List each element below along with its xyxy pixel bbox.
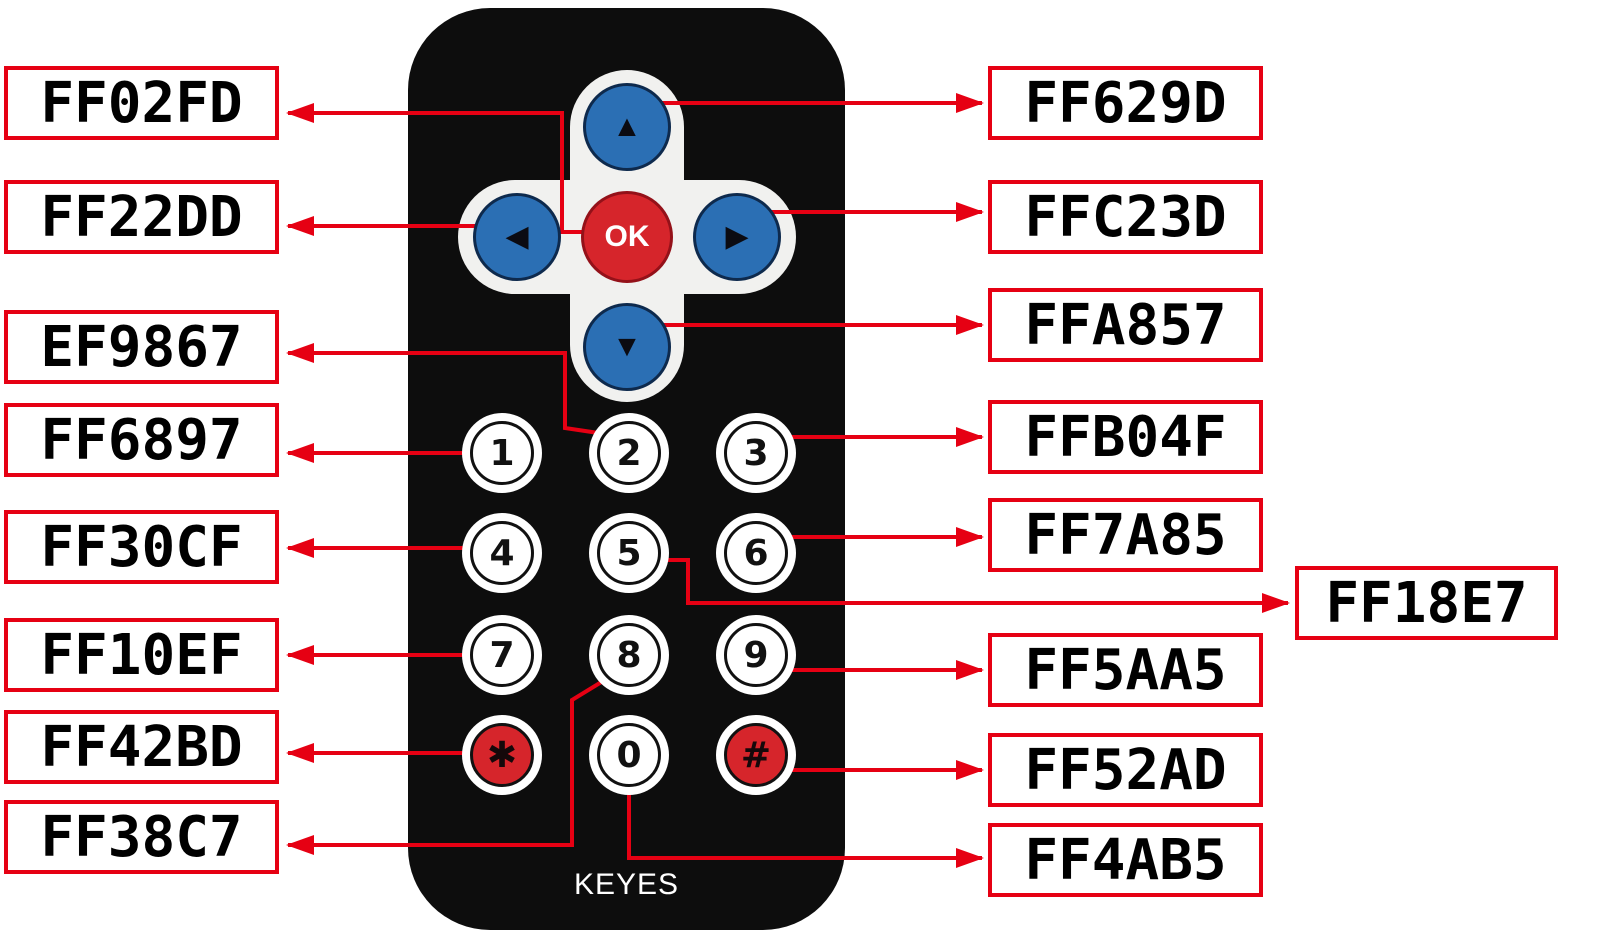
code-box-star: FF42BD: [4, 710, 279, 784]
ok-button-label: OK: [604, 220, 650, 253]
code-box-left: FF22DD: [4, 180, 279, 254]
remote-button-9: 9: [716, 615, 796, 695]
key-8-label: 8: [597, 623, 661, 687]
remote-button-4: 4: [462, 513, 542, 593]
code-box-up: FF629D: [988, 66, 1263, 140]
remote-button-down: ▼: [583, 303, 671, 391]
code-box-5: FF18E7: [1295, 566, 1558, 640]
remote-button-5: 5: [589, 513, 669, 593]
remote-button-2: 2: [589, 413, 669, 493]
right-arrow-icon: ▶: [725, 220, 749, 253]
remote-button-6: 6: [716, 513, 796, 593]
left-arrow-icon: ◀: [505, 220, 529, 253]
code-box-7: FF10EF: [4, 618, 279, 692]
key-star-label: ✱: [470, 723, 534, 787]
key-0-label: 0: [597, 723, 661, 787]
key-7-label: 7: [470, 623, 534, 687]
code-box-2: EF9867: [4, 310, 279, 384]
remote-button-up: ▲: [583, 83, 671, 171]
code-box-ok: FF02FD: [4, 66, 279, 140]
remote-button-hash: #: [716, 715, 796, 795]
code-box-hash: FF52AD: [988, 733, 1263, 807]
key-1-label: 1: [470, 421, 534, 485]
remote-button-1: 1: [462, 413, 542, 493]
code-box-down: FFA857: [988, 288, 1263, 362]
code-box-4: FF30CF: [4, 510, 279, 584]
up-arrow-icon: ▲: [612, 110, 642, 143]
key-2-label: 2: [597, 421, 661, 485]
code-box-6: FF7A85: [988, 498, 1263, 572]
remote-button-left: ◀: [473, 193, 561, 281]
code-box-1: FF6897: [4, 403, 279, 477]
brand-label: KEYES: [573, 868, 680, 901]
code-box-8: FF38C7: [4, 800, 279, 874]
code-box-9: FF5AA5: [988, 633, 1263, 707]
key-hash-label: #: [724, 723, 788, 787]
remote-button-3: 3: [716, 413, 796, 493]
down-arrow-icon: ▼: [612, 330, 642, 363]
key-9-label: 9: [724, 623, 788, 687]
remote-button-0: 0: [589, 715, 669, 795]
remote-button-8: 8: [589, 615, 669, 695]
key-3-label: 3: [724, 421, 788, 485]
key-6-label: 6: [724, 521, 788, 585]
remote-button-7: 7: [462, 615, 542, 695]
remote-button-ok: OK: [581, 191, 673, 283]
code-box-right: FFC23D: [988, 180, 1263, 254]
key-5-label: 5: [597, 521, 661, 585]
key-4-label: 4: [470, 521, 534, 585]
remote-button-star: ✱: [462, 715, 542, 795]
remote-button-right: ▶: [693, 193, 781, 281]
code-box-3: FFB04F: [988, 400, 1263, 474]
code-box-0: FF4AB5: [988, 823, 1263, 897]
